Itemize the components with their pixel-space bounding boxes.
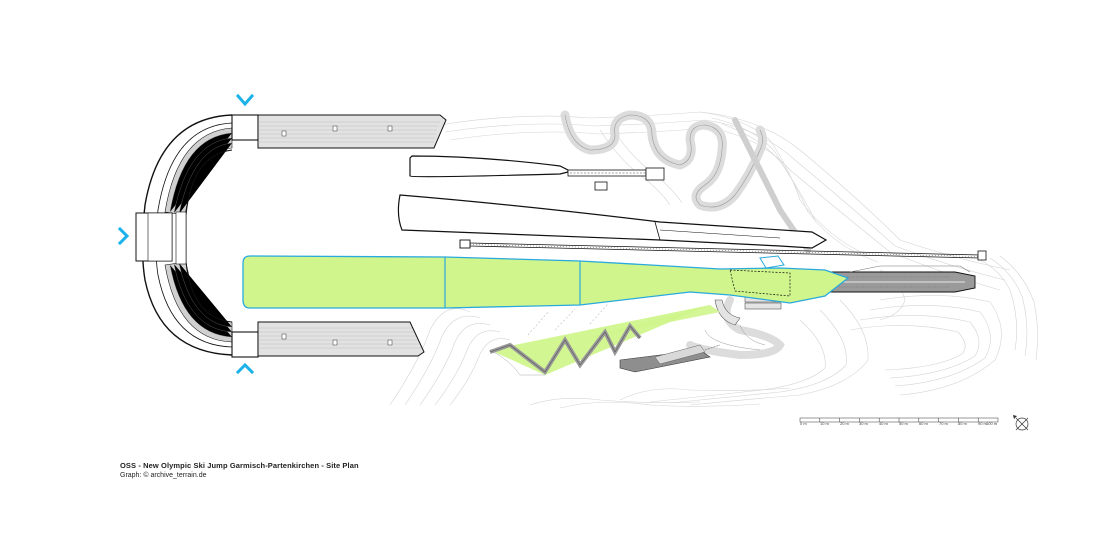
scale-label: 40 m: [879, 421, 888, 426]
lower-green-fans: [489, 305, 720, 376]
tribune-south: [231, 321, 425, 358]
scale-bar: 0 m 10 m 20 m 30 m 40 m 50 m 60 m 70 m 8…: [800, 414, 998, 430]
scale-label: 10 m: [820, 421, 829, 426]
caption-credit: Graph: © archive_terrain.de: [120, 472, 207, 479]
inrun-hall: [397, 194, 828, 249]
rail-line: [459, 239, 987, 261]
scale-label: 30 m: [859, 421, 868, 426]
entrance-marker-west: [117, 226, 130, 246]
scale-label: 80 m: [958, 421, 967, 426]
scale-label: 0 m: [800, 421, 807, 426]
lower-bridge: [619, 344, 721, 373]
entrance-marker-north: [235, 93, 255, 107]
scale-label: 70 m: [939, 421, 948, 426]
landing-slope: [242, 255, 850, 309]
fan-dashed-lines: [527, 303, 609, 336]
upper-hall: [409, 155, 569, 178]
chevron-right-icon: [117, 226, 130, 246]
stadium-horseshoe: [135, 114, 233, 356]
scale-label: 60 m: [919, 421, 928, 426]
scale-label: 100 m: [986, 421, 998, 426]
plan-caption: OSS - New Olympic Ski Jump Garmisch-Part…: [120, 461, 359, 480]
tribune-north: [231, 114, 447, 149]
scale-label: 20 m: [840, 421, 849, 426]
caption-title: OSS - New Olympic Ski Jump Garmisch-Part…: [120, 461, 359, 470]
chevron-down-icon: [235, 93, 255, 107]
scale-label: 50 m: [899, 421, 908, 426]
scale-label: 90 m: [978, 421, 987, 426]
access-road-upper: [560, 110, 767, 212]
chevron-up-icon: [235, 362, 255, 375]
entrance-marker-south: [235, 362, 255, 375]
north-arrow-icon: [1013, 415, 1029, 431]
scale-bar-graphic: [799, 417, 999, 423]
